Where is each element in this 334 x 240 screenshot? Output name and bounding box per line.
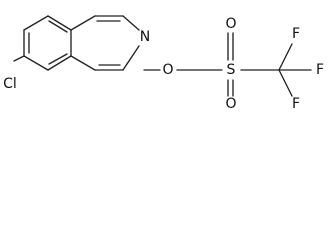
bond-n2-c1 xyxy=(122,45,140,71)
double-bond-left-ring-a xyxy=(48,20,68,33)
bond-c8-c6 xyxy=(23,55,49,71)
fluorine-bottom-label: F xyxy=(292,96,300,112)
sulfonyl-oxygen-bottom-label: O xyxy=(225,96,236,112)
chemical-structure-diagram: Cl N O S O O F F F xyxy=(3,15,324,112)
bond-c8a-c5 xyxy=(70,55,96,71)
fluorine-top-label: F xyxy=(292,26,300,42)
fluorine-right-label: F xyxy=(316,62,324,78)
bond-chloro xyxy=(13,55,25,62)
bond-c-f-bottom xyxy=(278,69,293,97)
ester-oxygen-label: O xyxy=(162,62,173,78)
bond-c8a-c1 xyxy=(23,15,49,31)
sulfur-label: S xyxy=(227,62,236,78)
ring-nitrogen-label: N xyxy=(140,29,150,45)
chlorine-label: Cl xyxy=(3,76,17,92)
bond-lines xyxy=(13,15,312,97)
bond-c3-n2 xyxy=(122,15,140,31)
bond-c6-c5 xyxy=(47,55,72,71)
bond-c-f-top xyxy=(278,43,293,71)
sulfonyl-oxygen-top-label: O xyxy=(225,16,236,32)
double-bond-left-ring-c xyxy=(48,53,68,65)
bond-c4a-c4 xyxy=(70,15,96,31)
bond-c4a-c8a xyxy=(47,15,72,31)
atom-labels: Cl N O S O O F F F xyxy=(3,16,324,112)
